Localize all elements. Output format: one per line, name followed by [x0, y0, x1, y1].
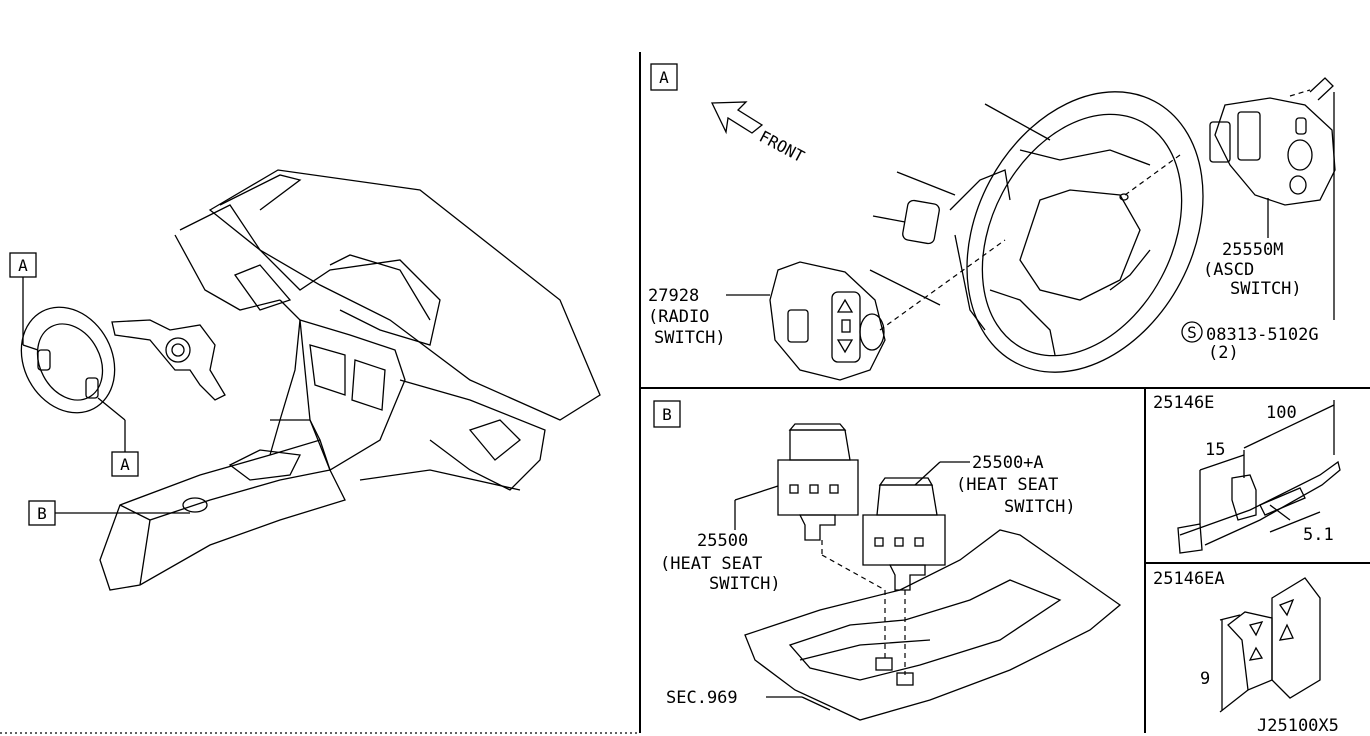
callout-b-left: B — [28, 500, 190, 526]
callout-a-top-text: A — [18, 256, 28, 275]
ascd-part-number: 25550M — [1222, 240, 1283, 260]
callout-b-left-text: B — [37, 504, 47, 523]
clip-25146ea-panel: 25146EA 9 J25100X5 — [1153, 569, 1339, 736]
heat-seat-a-desc-line1: (HEAT SEAT — [956, 475, 1058, 495]
ascd-desc-line1: (ASCD — [1203, 260, 1254, 280]
radio-part-number: 27928 — [648, 286, 699, 306]
panel-borders — [0, 52, 1370, 734]
clip-25146e-panel: 25146E 100 15 5.1 — [1153, 393, 1341, 554]
steering-wheel-drawing — [869, 89, 1311, 373]
ascd-desc-line2: SWITCH) — [1230, 279, 1302, 299]
clip-e-part-number: 25146E — [1153, 393, 1214, 413]
screw-part-number: 08313-5102G — [1206, 325, 1319, 345]
screw-symbol-letter: S — [1187, 323, 1197, 342]
heat-seat-desc-line2: SWITCH) — [709, 574, 781, 594]
heat-seat-a-part-number: 25500+A — [972, 453, 1044, 473]
heat-seat-switch-a-drawing — [862, 477, 946, 591]
panel-a-label: A — [659, 68, 669, 87]
screw-symbol-icon: S — [1181, 321, 1203, 343]
radio-switch-drawing — [769, 261, 886, 381]
heat-seat-part-number: 25500 — [697, 531, 748, 551]
radio-desc-line1: (RADIO — [648, 307, 709, 327]
dimension-9: 9 — [1200, 669, 1210, 689]
front-arrow-icon — [710, 101, 764, 135]
panel-a: A FRONT — [648, 63, 1336, 381]
callout-a-bottom: A — [97, 397, 139, 477]
radio-desc-line2: SWITCH) — [654, 328, 726, 348]
panel-b: B — [653, 400, 1122, 721]
heat-seat-desc-line1: (HEAT SEAT — [660, 554, 762, 574]
console-tray-drawing — [744, 529, 1122, 721]
dashboard-overview-drawing — [20, 169, 601, 591]
section-reference: SEC.969 — [666, 688, 738, 708]
clip-ea-part-number: 25146EA — [1153, 569, 1225, 589]
heat-seat-switch-drawing — [777, 423, 859, 541]
front-label: FRONT — [756, 127, 808, 167]
callout-a-bottom-text: A — [120, 455, 130, 474]
clip-e-drawing — [1177, 400, 1341, 554]
panel-b-label: B — [662, 405, 672, 424]
diagram-id: J25100X5 — [1257, 716, 1339, 736]
heat-seat-a-desc-line2: SWITCH) — [1004, 497, 1076, 517]
dimension-100: 100 — [1266, 403, 1297, 423]
ascd-switch-drawing — [1209, 77, 1336, 320]
dimension-5-1: 5.1 — [1303, 525, 1334, 545]
clip-ea-drawing — [1219, 577, 1321, 713]
screw-quantity: (2) — [1208, 343, 1239, 363]
callout-a-top: A — [9, 252, 39, 351]
dimension-15: 15 — [1205, 440, 1225, 460]
